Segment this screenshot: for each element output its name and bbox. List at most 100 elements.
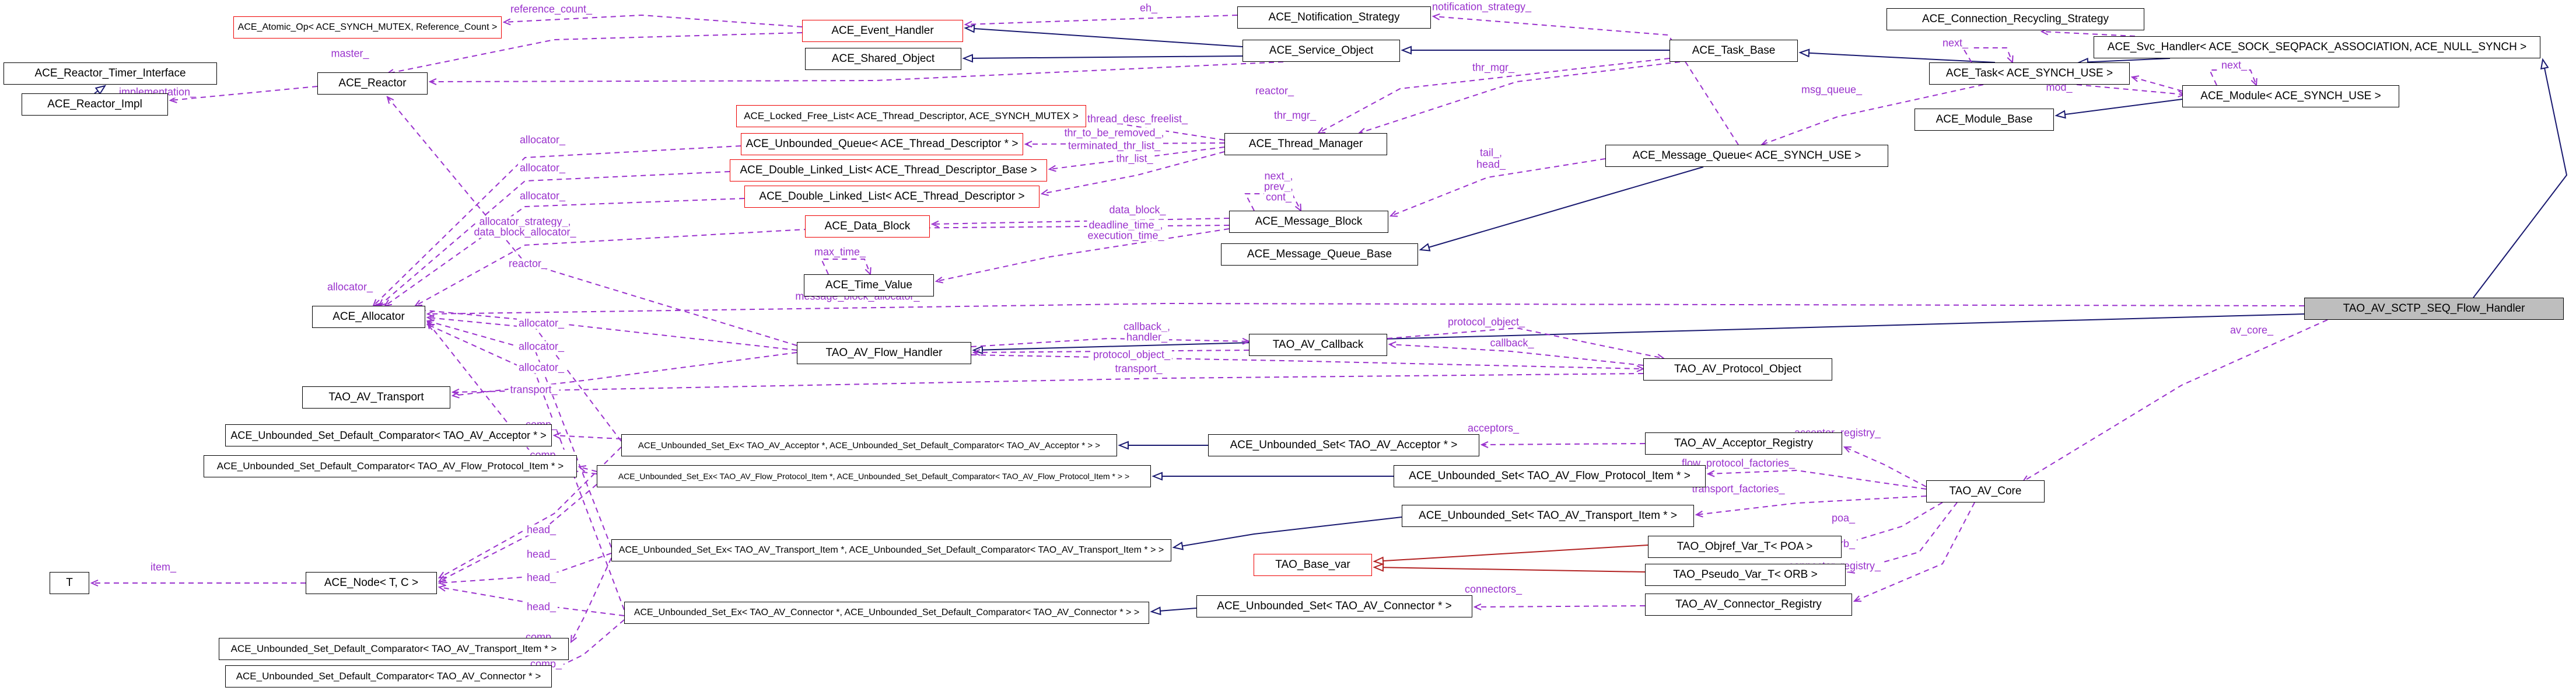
class-node-time_value[interactable]: ACE_Time_Value xyxy=(804,274,934,296)
edge-label-head: head_ xyxy=(524,572,558,584)
edge-label-executiontime: execution_time_ xyxy=(1086,230,1166,242)
edge-connector_registry-to-set_connector xyxy=(1473,603,1646,610)
edge-flow_handler-to-allocator xyxy=(374,303,797,351)
class-node-conn_recycling[interactable]: ACE_Connection_Recycling_Strategy xyxy=(1887,8,2144,30)
class-node-set_ex_transport[interactable]: ACE_Unbounded_Set_Ex< TAO_AV_Transport_I… xyxy=(611,539,1171,561)
edge-label-avcore: av_core_ xyxy=(2228,324,2276,336)
edge-flow_handler-to-av_transport xyxy=(451,352,797,399)
class-node-objref_var[interactable]: TAO_Objref_Var_T< POA > xyxy=(1648,536,1842,558)
edge-protocol_object-to-av_transport xyxy=(451,373,1644,396)
edge-label-head: head_ xyxy=(524,549,558,560)
class-node-service_object[interactable]: ACE_Service_Object xyxy=(1242,40,1400,62)
class-node-locked_free_list[interactable]: ACE_Locked_Free_List< ACE_Thread_Descrip… xyxy=(736,105,1086,127)
class-node-set_flow[interactable]: ACE_Unbounded_Set< TAO_AV_Flow_Protocol_… xyxy=(1394,465,1706,487)
edge-label-poa: poa_ xyxy=(1829,512,1857,524)
class-node-connector_registry[interactable]: TAO_AV_Connector_Registry xyxy=(1645,594,1852,616)
edge-label-msgqueue: msg_queue_ xyxy=(1799,84,1864,96)
edge-av_core-to-objref_var xyxy=(1842,502,1943,546)
edge-task_base-to-thread_manager xyxy=(1357,61,1681,135)
edge-label-next: next_ xyxy=(2219,60,2249,71)
class-node-reactor[interactable]: ACE_Reactor xyxy=(317,72,428,95)
edge-label-allocator: allocator_ xyxy=(516,341,566,353)
edge-label-notificationstrategy: notification_strategy_ xyxy=(1430,1,1534,13)
edge-service_object-to-shared_object xyxy=(962,54,1243,63)
class-node-comp_acceptor[interactable]: ACE_Unbounded_Set_Default_Comparator< TA… xyxy=(225,424,552,446)
edge-av_core-to-acceptor_registry xyxy=(1843,446,1927,487)
class-node-set_ex_connector[interactable]: ACE_Unbounded_Set_Ex< TAO_AV_Connector *… xyxy=(624,602,1149,624)
edge-module_synch-to-module_base xyxy=(2054,99,2183,119)
class-node-av_core[interactable]: TAO_AV_Core xyxy=(1926,480,2045,502)
edge-label-reactor: reactor_ xyxy=(1253,85,1296,97)
class-node-comp_connector[interactable]: ACE_Unbounded_Set_Default_Comparator< TA… xyxy=(225,665,552,687)
edge-main_node-to-flow_handler xyxy=(972,313,2305,355)
class-node-node_t[interactable]: ACE_Node< T, C > xyxy=(306,572,437,594)
class-node-av_transport[interactable]: TAO_AV_Transport xyxy=(302,386,450,409)
edge-label-allocator: allocator_ xyxy=(517,134,568,146)
class-node-comp_transport[interactable]: ACE_Unbounded_Set_Default_Comparator< TA… xyxy=(219,638,569,660)
class-node-comp_flow[interactable]: ACE_Unbounded_Set_Default_Comparator< TA… xyxy=(204,455,577,477)
edge-set_ex_connector-to-allocator xyxy=(426,323,625,610)
edge-label-threaddescfreelist: thread_desc_freelist_ xyxy=(1085,113,1190,125)
class-node-set_transport[interactable]: ACE_Unbounded_Set< TAO_AV_Transport_Item… xyxy=(1402,505,1694,527)
edge-set_ex_flow-to-node_t xyxy=(438,484,597,582)
class-node-event_handler[interactable]: ACE_Event_Handler xyxy=(802,20,963,42)
class-node-flow_handler[interactable]: TAO_AV_Flow_Handler xyxy=(797,342,971,364)
class-node-shared_object[interactable]: ACE_Shared_Object xyxy=(805,48,961,70)
class-node-allocator[interactable]: ACE_Allocator xyxy=(312,306,425,328)
class-node-main_node[interactable]: TAO_AV_SCTP_SEQ_Flow_Handler xyxy=(2304,298,2564,320)
edge-label-flowprotocolfactories: flow_protocol_factories_ xyxy=(1679,458,1797,469)
class-node-acceptor_registry[interactable]: TAO_AV_Acceptor_Registry xyxy=(1645,432,1842,455)
edge-label-transport: transport_ xyxy=(1113,363,1164,375)
edge-label-terminatedthrlist: terminated_thr_list_ xyxy=(1066,140,1163,152)
class-node-set_acceptor[interactable]: ACE_Unbounded_Set< TAO_AV_Acceptor * > xyxy=(1208,434,1479,456)
edge-objref_var-to-base_var xyxy=(1373,545,1648,566)
edge-set_ex_flow-to-allocator xyxy=(426,321,597,474)
class-node-data_block[interactable]: ACE_Data_Block xyxy=(805,215,930,238)
class-node-task_base[interactable]: ACE_Task_Base xyxy=(1670,40,1798,62)
class-node-base_var[interactable]: TAO_Base_var xyxy=(1254,554,1372,576)
edge-dll-to-allocator xyxy=(384,198,745,307)
edge-label-allocator: allocator_ xyxy=(516,362,566,374)
edge-label-tail: tail_, xyxy=(1478,147,1504,159)
edge-thread_manager-to-dll xyxy=(1040,151,1225,196)
edge-flow_handler-to-reactor xyxy=(386,96,797,346)
edge-label-next: next_ xyxy=(1940,37,1971,49)
class-node-dll_base[interactable]: ACE_Double_Linked_List< ACE_Thread_Descr… xyxy=(730,159,1047,182)
class-node-t_node[interactable]: T xyxy=(50,572,89,594)
edge-unbounded_queue-to-allocator xyxy=(372,145,741,307)
class-node-module_synch[interactable]: ACE_Module< ACE_SYNCH_USE > xyxy=(2182,85,2399,107)
edge-reactor_impl-to-reactor_timer_iface xyxy=(94,85,107,95)
class-node-unbounded_queue[interactable]: ACE_Unbounded_Queue< ACE_Thread_Descript… xyxy=(741,133,1023,155)
edge-msg_queue_synch-to-notification_strategy xyxy=(1432,13,1739,145)
class-node-atomic_op[interactable]: ACE_Atomic_Op< ACE_SYNCH_MUTEX, Referenc… xyxy=(233,16,502,39)
class-node-set_connector[interactable]: ACE_Unbounded_Set< TAO_AV_Connector * > xyxy=(1196,595,1472,617)
edge-label-allocator: allocator_ xyxy=(517,162,568,174)
edge-label-connectors: connectors_ xyxy=(1462,584,1524,595)
class-node-reactor_impl[interactable]: ACE_Reactor_Impl xyxy=(22,93,168,116)
class-node-reactor_timer_iface[interactable]: ACE_Reactor_Timer_Interface xyxy=(4,62,217,85)
edge-msg_queue_synch-to-msg_queue_base xyxy=(1419,166,1704,252)
edge-svc_handler-to-conn_recycling xyxy=(2040,28,2136,37)
class-node-set_ex_flow[interactable]: ACE_Unbounded_Set_Ex< TAO_AV_Flow_Protoc… xyxy=(597,465,1151,487)
edge-set_connector-to-set_ex_connector xyxy=(1150,606,1197,616)
edge-task_synch-to-msg_queue_synch xyxy=(1760,84,1984,146)
class-node-protocol_object[interactable]: TAO_AV_Protocol_Object xyxy=(1643,358,1832,381)
class-node-notification_strategy[interactable]: ACE_Notification_Strategy xyxy=(1237,6,1431,29)
edge-av_core-to-pseudo_var xyxy=(1846,502,1958,574)
class-node-dll[interactable]: ACE_Double_Linked_List< ACE_Thread_Descr… xyxy=(744,186,1040,208)
class-node-msg_queue_base[interactable]: ACE_Message_Queue_Base xyxy=(1221,243,1418,266)
class-node-av_callback[interactable]: TAO_AV_Callback xyxy=(1249,334,1387,356)
class-node-message_block[interactable]: ACE_Message_Block xyxy=(1229,211,1388,233)
class-node-set_ex_acceptor[interactable]: ACE_Unbounded_Set_Ex< TAO_AV_Acceptor *,… xyxy=(621,434,1117,456)
class-node-thread_manager[interactable]: ACE_Thread_Manager xyxy=(1224,133,1387,155)
edge-av_core-to-connector_registry xyxy=(1853,502,1975,602)
class-node-module_base[interactable]: ACE_Module_Base xyxy=(1915,109,2054,131)
class-node-svc_handler[interactable]: ACE_Svc_Handler< ACE_SOCK_SEQPACK_ASSOCI… xyxy=(2094,36,2540,58)
edge-label-thrmgr: thr_mgr_ xyxy=(1470,62,1517,74)
edge-label-thrmgr: thr_mgr_ xyxy=(1272,110,1318,121)
class-node-msg_queue_synch[interactable]: ACE_Message_Queue< ACE_SYNCH_USE > xyxy=(1605,145,1888,167)
class-node-pseudo_var[interactable]: TAO_Pseudo_Var_T< ORB > xyxy=(1645,564,1846,586)
class-node-task_synch[interactable]: ACE_Task< ACE_SYNCH_USE > xyxy=(1929,62,2130,85)
edge-label-item: item_ xyxy=(148,561,178,573)
edge-reactor-to-reactor_impl xyxy=(169,86,318,103)
